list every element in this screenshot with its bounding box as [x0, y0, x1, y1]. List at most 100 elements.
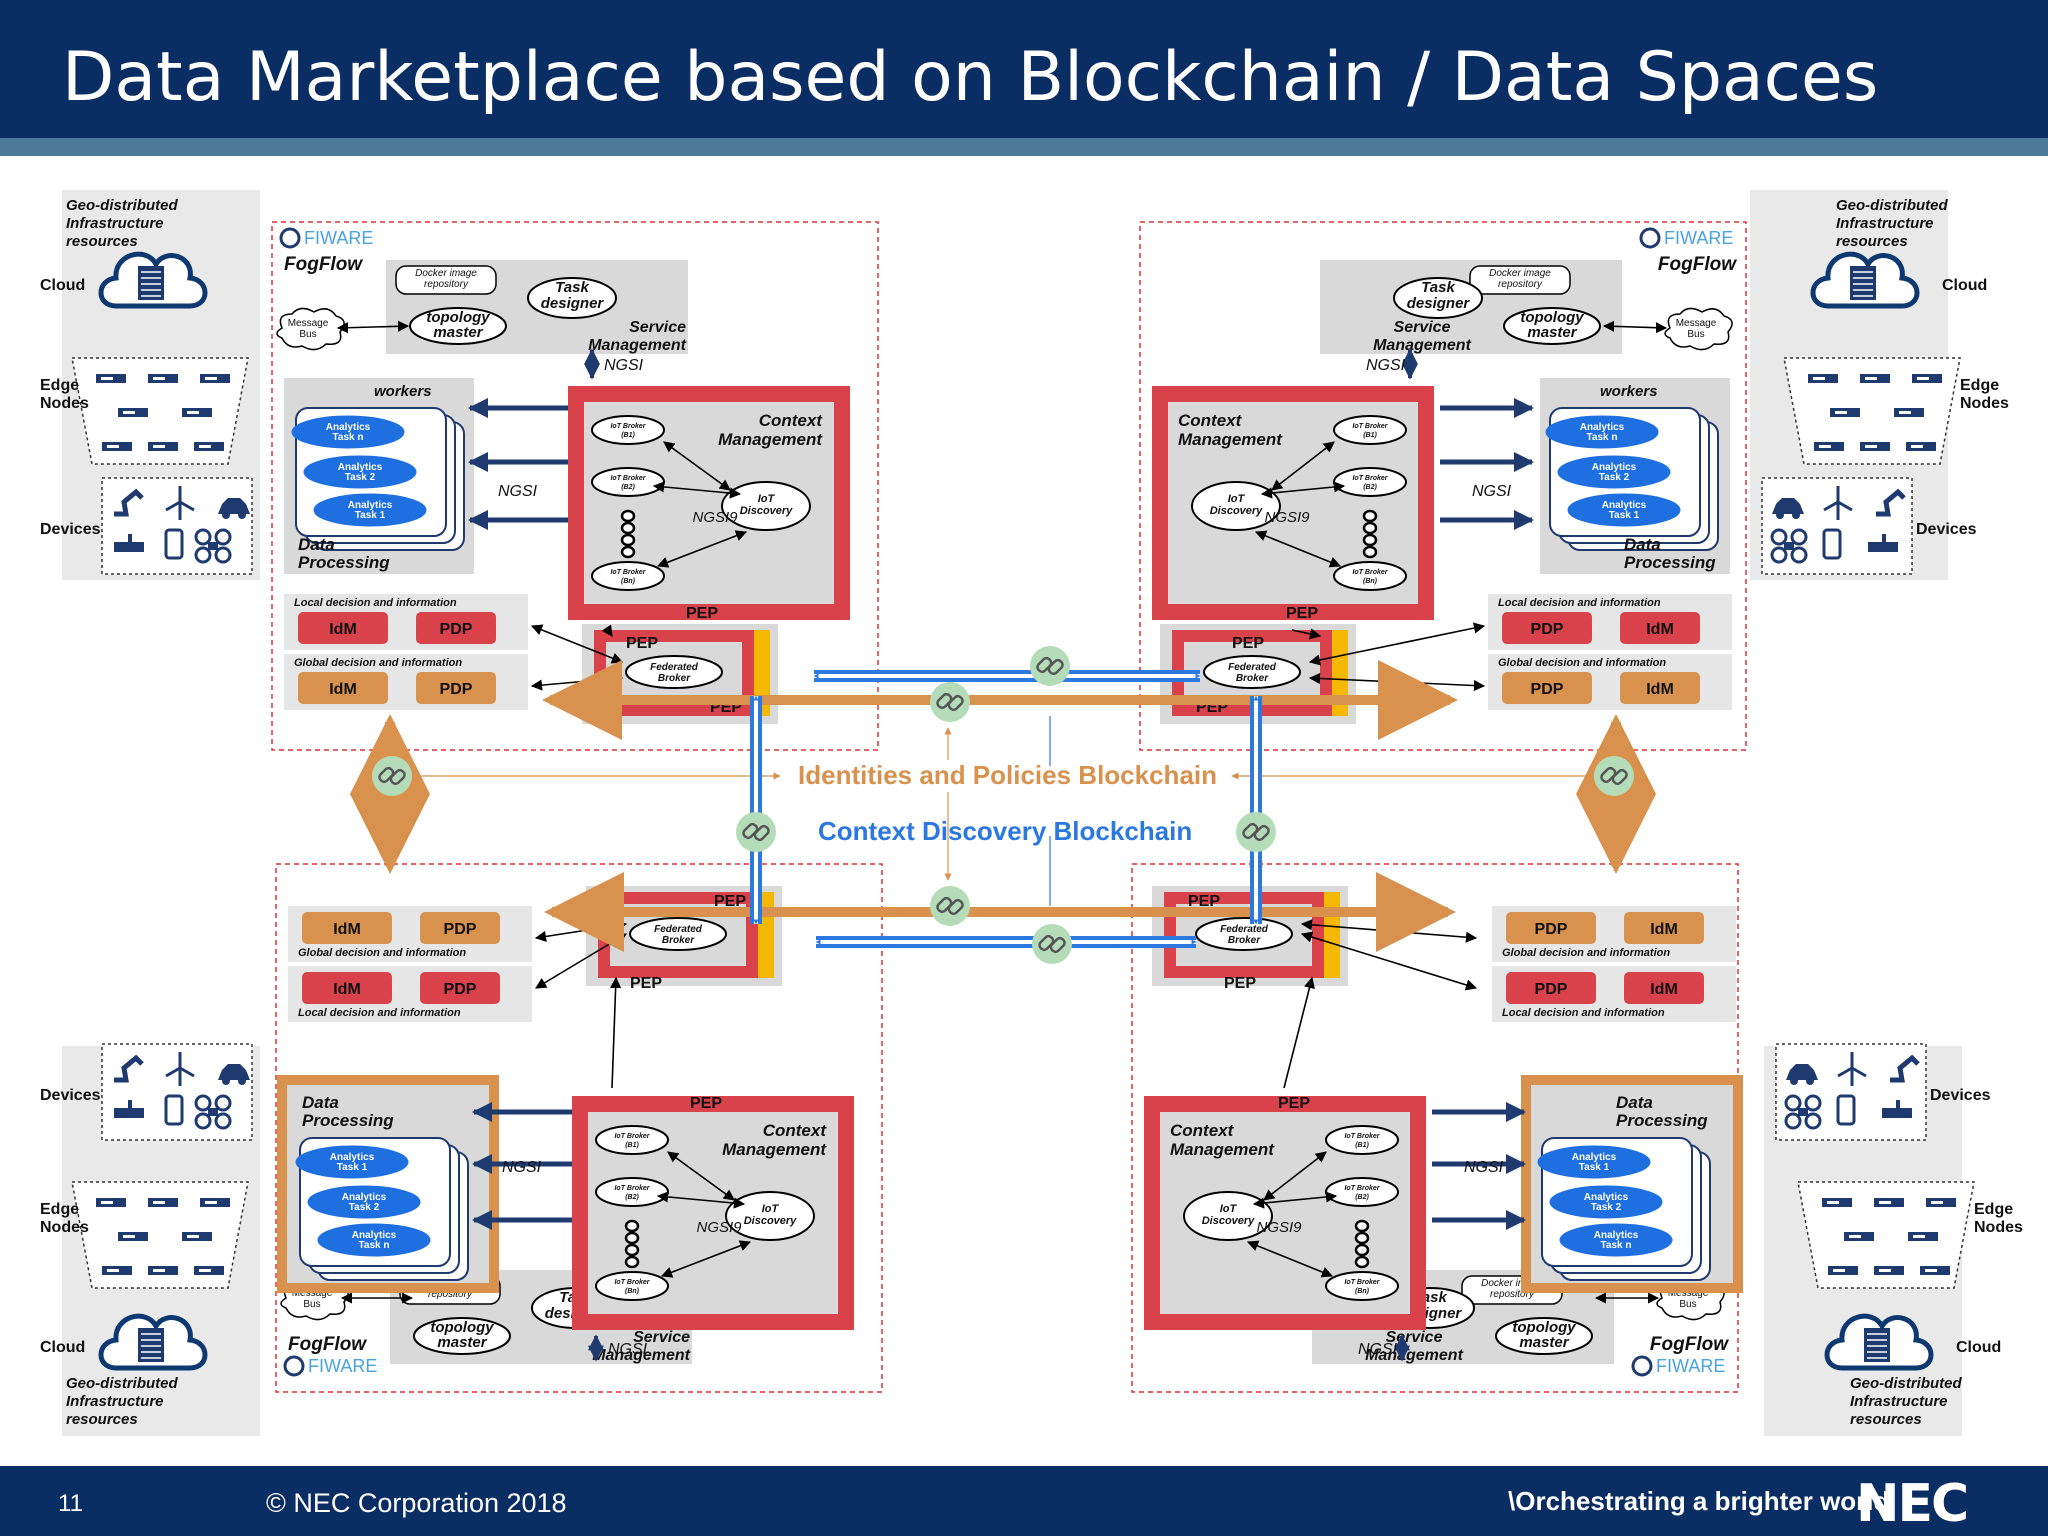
pdp-label: PDP — [1531, 681, 1564, 698]
server-rack — [1864, 1328, 1890, 1362]
iot-discovery-label: IoT — [1220, 1203, 1238, 1215]
analytics-task-label: Task n — [333, 432, 364, 443]
service-management-label: Management — [588, 337, 686, 354]
pdp-box — [416, 612, 496, 644]
iot-discovery-label: Discovery — [744, 1215, 797, 1227]
devices-icons — [114, 486, 250, 564]
iot-broker-b2 — [595, 1177, 669, 1207]
broker-ellipsis — [620, 521, 636, 535]
edge-node-icon — [1822, 1198, 1852, 1207]
chain-link-loop — [1611, 768, 1628, 786]
iot-broker-label: (B2) — [1363, 484, 1377, 491]
iot-discovery — [725, 1191, 815, 1241]
analytics-task-label: Task n — [1601, 1240, 1632, 1251]
edge-node-icon — [1830, 408, 1860, 417]
car-wheel — [1776, 511, 1784, 519]
drone-icon — [194, 1094, 232, 1130]
edge-node-icon — [1860, 374, 1890, 383]
edge-node-slot — [199, 1269, 211, 1272]
chain-link-loop — [1047, 658, 1064, 676]
analytics-task-label: Task 1 — [1609, 510, 1640, 521]
broker-discovery-arrow — [667, 1151, 735, 1201]
idm-label: IdM — [329, 621, 357, 638]
turbine-blades — [1823, 486, 1853, 512]
chain-link-icon — [736, 812, 776, 852]
drone-rotor — [1770, 528, 1788, 546]
analytics-task — [1545, 415, 1659, 449]
pdp-box — [1506, 972, 1596, 1004]
edge-node-slot — [1849, 1235, 1861, 1238]
broker-ellipsis — [1362, 521, 1378, 535]
context-management-label: Context — [763, 1121, 828, 1140]
ngsi-label: NGSI — [608, 1341, 648, 1358]
analytics-task-label: Analytics — [1594, 1230, 1639, 1241]
chain-link-loop — [742, 822, 759, 840]
edge-node-slot — [1827, 1201, 1839, 1204]
devices-icons — [114, 1052, 250, 1130]
edge-nodes-group — [1783, 357, 1961, 465]
drone-rotor — [1790, 546, 1808, 564]
iot-broker-label: IoT Broker — [1352, 423, 1388, 430]
edge-node-slot — [205, 1201, 217, 1204]
ngsi9-label: NGSI9 — [1256, 1219, 1302, 1236]
title-bar-stripe — [0, 138, 2048, 156]
idm-box — [298, 612, 388, 644]
iot-broker-b1 — [1325, 1125, 1399, 1155]
decision-caption: Local decision and information — [1502, 1007, 1665, 1019]
context-management-label: Management — [1170, 1140, 1275, 1159]
car-wheel — [1806, 1077, 1814, 1085]
drone-rotor — [1790, 528, 1808, 546]
edge-nodes-label: Nodes — [40, 395, 89, 412]
camera-mount — [128, 534, 132, 544]
copyright-text: © NEC Corporation 2018 — [266, 1488, 567, 1518]
decision-caption: Global decision and information — [294, 657, 462, 669]
idm-label: IdM — [329, 681, 357, 698]
broker-ellipsis — [624, 1219, 640, 1233]
pep-label: PEP — [630, 975, 662, 992]
edge-nodes-label: Edge — [1974, 1201, 2013, 1218]
edge-node-icon — [1860, 442, 1890, 451]
analytics-task — [291, 415, 405, 449]
decision-pep-arrow — [530, 624, 624, 664]
docker-repository-label: Docker image — [1489, 268, 1551, 279]
analytics-task-label: Analytics — [1602, 500, 1647, 511]
iot-broker-label: IoT Broker — [1344, 1185, 1380, 1192]
edge-node-icon — [1920, 1266, 1950, 1275]
analytics-task-label: Analytics — [348, 500, 393, 511]
ngsi9-label: NGSI9 — [696, 1219, 742, 1236]
edge-node-icon — [1926, 1198, 1956, 1207]
federated-broker-label: Federated — [654, 924, 703, 935]
footer-bar — [0, 1466, 2048, 1536]
chain-link-loop — [947, 694, 964, 712]
task-designer-label: designer — [541, 295, 605, 312]
docker-repository-label: repository — [1490, 1289, 1535, 1300]
camera-mount — [128, 1100, 132, 1110]
federated-broker-label: Broker — [662, 935, 695, 946]
docker-repository-label: repository — [428, 1289, 473, 1300]
broker-ellipsis — [620, 545, 636, 559]
broker-ellipsis — [1354, 1231, 1370, 1245]
edge-node-slot — [1835, 411, 1847, 414]
service-management-label: Management — [1365, 1347, 1463, 1364]
drone-rotor — [214, 546, 232, 564]
edge-node-icon — [148, 442, 178, 451]
chain-link-loop — [936, 896, 953, 914]
car-icon — [218, 498, 250, 519]
edge-node-icon — [148, 1198, 178, 1207]
chain-link-loop — [1253, 824, 1270, 842]
ngsi9-label: NGSI9 — [1264, 509, 1310, 526]
iot-discovery — [1191, 481, 1281, 531]
car-wheel — [222, 1077, 230, 1085]
decision-pep-arrow — [1308, 622, 1486, 666]
edge-node-icon — [182, 408, 212, 417]
robot-arm-shape — [1876, 488, 1906, 517]
broker-ellipsis — [624, 1231, 640, 1245]
pep-label: PEP — [626, 635, 658, 652]
edge-node-icon — [194, 1266, 224, 1275]
service-management-label: Service — [1394, 319, 1451, 336]
drone-rotor — [1784, 1112, 1802, 1130]
analytics-task — [307, 1185, 421, 1219]
decision-caption: Global decision and information — [298, 947, 466, 959]
cloud-label: Cloud — [40, 1339, 85, 1356]
cloud-server-icon — [1810, 251, 1920, 309]
